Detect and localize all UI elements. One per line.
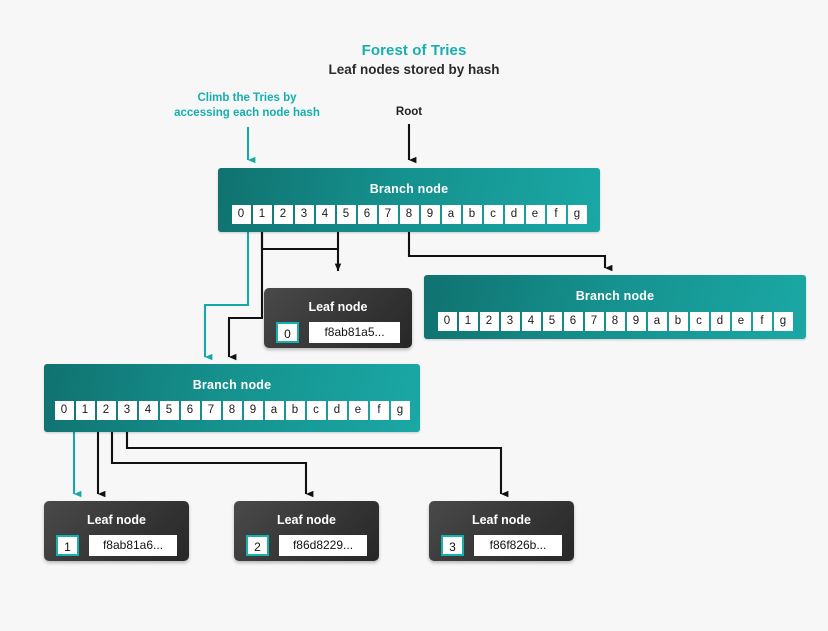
cell-g[interactable]: g	[390, 401, 410, 420]
cell-6[interactable]: 6	[180, 401, 200, 420]
cell-3[interactable]: 3	[117, 401, 137, 420]
leaf-node-3[interactable]: Leaf node 3 f86f826b...	[429, 501, 574, 561]
cell-a[interactable]: a	[441, 205, 461, 224]
cell-0[interactable]: 0	[54, 401, 74, 420]
leaf-node-1-row: 1 f8ab81a6...	[44, 527, 189, 556]
cell-0[interactable]: 0	[437, 312, 457, 331]
cell-2[interactable]: 2	[273, 205, 293, 224]
cell-e[interactable]: e	[525, 205, 545, 224]
cell-c[interactable]: c	[689, 312, 709, 331]
leaf-node-2[interactable]: Leaf node 2 f86d8229...	[234, 501, 379, 561]
leaf-node-1-index: 1	[56, 535, 79, 556]
cell-d[interactable]: d	[327, 401, 347, 420]
cell-d[interactable]: d	[504, 205, 524, 224]
branch-node-right-cells: 0 1 2 3 4 5 6 7 8 9 a b c d e f g	[424, 303, 806, 331]
leaf-node-top-row: 0 f8ab81a5...	[264, 314, 412, 343]
cell-f[interactable]: f	[546, 205, 566, 224]
wire-root-cell8-segment	[260, 232, 338, 251]
cell-3[interactable]: 3	[294, 205, 314, 224]
cell-c[interactable]: c	[306, 401, 326, 420]
cell-6[interactable]: 6	[357, 205, 377, 224]
cell-e[interactable]: e	[731, 312, 751, 331]
cell-9[interactable]: 9	[420, 205, 440, 224]
branch-node-root-label: Branch node	[369, 182, 449, 196]
branch-node-root-cells: 0 1 2 3 4 5 6 7 8 9 a b c d e f g	[218, 196, 600, 224]
leaf-node-3-row: 3 f86f826b...	[429, 527, 574, 556]
leaf-node-top[interactable]: Leaf node 0 f8ab81a5...	[264, 288, 412, 348]
cell-a[interactable]: a	[264, 401, 284, 420]
cell-3[interactable]: 3	[500, 312, 520, 331]
cell-c[interactable]: c	[483, 205, 503, 224]
page-title: Forest of Tries	[361, 42, 467, 59]
leaf-node-3-label: Leaf node	[471, 513, 532, 527]
cell-5[interactable]: 5	[542, 312, 562, 331]
cell-g[interactable]: g	[567, 205, 587, 224]
branch-node-root[interactable]: Branch node 0 1 2 3 4 5 6 7 8 9 a b c d …	[218, 168, 600, 232]
annotation-root: Root	[395, 106, 423, 118]
leaf-node-top-hash: f8ab81a5...	[309, 322, 400, 343]
cell-e[interactable]: e	[348, 401, 368, 420]
branch-node-lower-label: Branch node	[192, 378, 272, 392]
cell-g[interactable]: g	[773, 312, 793, 331]
leaf-node-3-index: 3	[441, 535, 464, 556]
cell-5[interactable]: 5	[159, 401, 179, 420]
leaf-node-2-index: 2	[246, 535, 269, 556]
branch-node-lower-cells: 0 1 2 3 4 5 6 7 8 9 a b c d e f g	[44, 392, 420, 420]
cell-b[interactable]: b	[285, 401, 305, 420]
cell-5[interactable]: 5	[336, 205, 356, 224]
cell-7[interactable]: 7	[201, 401, 221, 420]
cell-d[interactable]: d	[710, 312, 730, 331]
leaf-node-1[interactable]: Leaf node 1 f8ab81a6...	[44, 501, 189, 561]
cell-2[interactable]: 2	[96, 401, 116, 420]
cell-f[interactable]: f	[752, 312, 772, 331]
leaf-node-2-hash: f86d8229...	[279, 535, 367, 556]
cell-8[interactable]: 8	[399, 205, 419, 224]
wire-root-cell1-to-lower-branch	[227, 232, 264, 361]
page-subtitle: Leaf nodes stored by hash	[328, 62, 500, 77]
cell-a[interactable]: a	[647, 312, 667, 331]
cell-b[interactable]: b	[462, 205, 482, 224]
cell-8[interactable]: 8	[222, 401, 242, 420]
wire-lower-cell2-to-leaf2	[110, 432, 314, 498]
leaf-node-1-label: Leaf node	[86, 513, 147, 527]
cell-4[interactable]: 4	[138, 401, 158, 420]
leaf-node-2-row: 2 f86d8229...	[234, 527, 379, 556]
leaf-node-1-hash: f8ab81a6...	[89, 535, 177, 556]
leaf-node-top-label: Leaf node	[308, 300, 368, 314]
cell-4[interactable]: 4	[315, 205, 335, 224]
branch-node-lower[interactable]: Branch node 0 1 2 3 4 5 6 7 8 9 a b c d …	[44, 364, 420, 432]
cell-1[interactable]: 1	[458, 312, 478, 331]
cell-1[interactable]: 1	[75, 401, 95, 420]
leaf-node-3-hash: f86f826b...	[474, 535, 562, 556]
branch-node-right[interactable]: Branch node 0 1 2 3 4 5 6 7 8 9 a b c d …	[424, 275, 806, 339]
annotation-climb-the-tries: Climb the Tries by accessing each node h…	[174, 92, 320, 119]
cell-8[interactable]: 8	[605, 312, 625, 331]
wire-root-to-right-branch	[407, 232, 613, 272]
cell-9[interactable]: 9	[243, 401, 263, 420]
cell-4[interactable]: 4	[521, 312, 541, 331]
cell-7[interactable]: 7	[378, 205, 398, 224]
cell-0[interactable]: 0	[231, 205, 251, 224]
cell-2[interactable]: 2	[479, 312, 499, 331]
leaf-node-top-index: 0	[276, 322, 299, 343]
branch-node-right-label: Branch node	[575, 289, 655, 303]
cell-6[interactable]: 6	[563, 312, 583, 331]
cell-1[interactable]: 1	[252, 205, 272, 224]
wire-root-cell0-to-lower-branch	[203, 232, 250, 361]
wire-lower-cell3-to-leaf3	[125, 432, 509, 498]
cell-b[interactable]: b	[668, 312, 688, 331]
cell-f[interactable]: f	[369, 401, 389, 420]
leaf-node-2-label: Leaf node	[276, 513, 337, 527]
cell-7[interactable]: 7	[584, 312, 604, 331]
cell-9[interactable]: 9	[626, 312, 646, 331]
